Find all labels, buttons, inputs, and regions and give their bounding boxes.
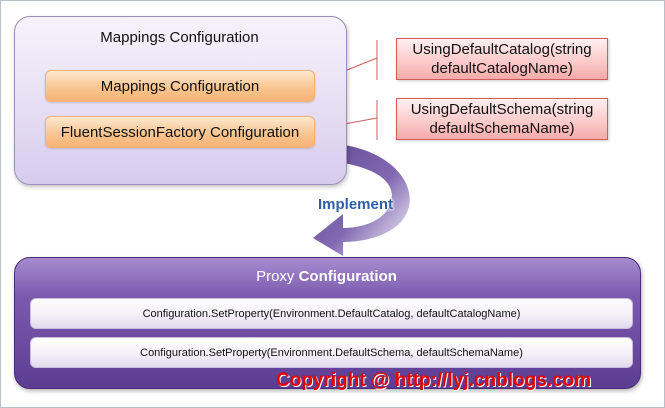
using-default-schema-line1: UsingDefaultSchema(string bbox=[410, 101, 594, 118]
proxy-configuration-title: Proxy Configuration bbox=[14, 268, 639, 285]
proxy-title-bold: Configuration bbox=[298, 268, 397, 285]
set-property-schema-row: Configuration.SetProperty(Environment.De… bbox=[30, 337, 633, 368]
using-default-schema-box: UsingDefaultSchema(string defaultSchemaN… bbox=[396, 98, 608, 140]
using-default-schema-line2: defaultSchemaName) bbox=[429, 120, 575, 137]
implement-arrow bbox=[312, 142, 410, 256]
mappings-configuration-title: Mappings Configuration bbox=[100, 29, 259, 46]
set-property-catalog-row: Configuration.SetProperty(Environment.De… bbox=[30, 298, 633, 329]
copyright-watermark: Copyright @ http://lyj.cnblogs.com bbox=[276, 370, 592, 391]
implement-label: Implement bbox=[318, 196, 394, 213]
mappings-configuration-item: Mappings Configuration bbox=[45, 70, 315, 102]
fluent-session-factory-configuration-item: FluentSessionFactory Configuration bbox=[45, 116, 315, 148]
using-default-catalog-box: UsingDefaultCatalog(string defaultCatalo… bbox=[396, 38, 608, 80]
using-default-catalog-line1: UsingDefaultCatalog(string bbox=[412, 41, 592, 58]
using-default-catalog-line2: defaultCatalogName) bbox=[431, 60, 573, 77]
proxy-title-prefix: Proxy bbox=[256, 268, 299, 285]
